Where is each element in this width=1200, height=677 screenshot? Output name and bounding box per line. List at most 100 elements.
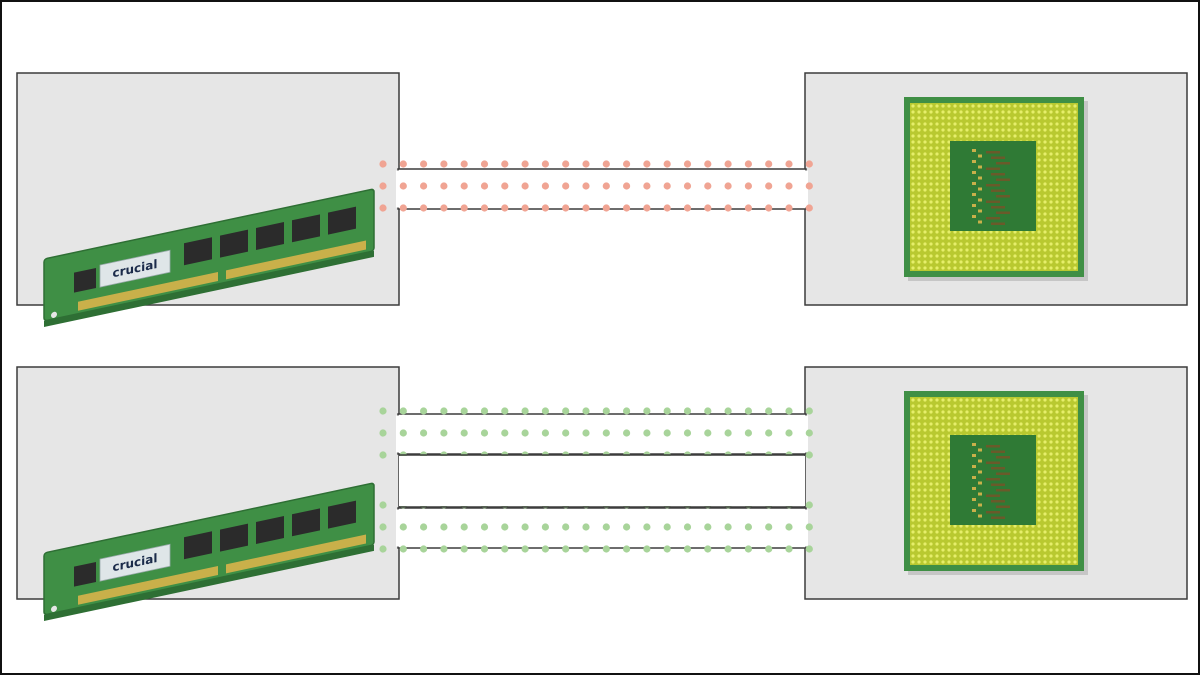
signal-dot	[724, 204, 732, 212]
signal-dot	[663, 182, 671, 190]
signal-dot	[663, 523, 671, 531]
signal-dot	[724, 429, 732, 437]
signal-dot	[562, 429, 570, 437]
signal-dot	[623, 407, 631, 415]
signal-dot	[765, 160, 773, 168]
cpu-smd	[986, 461, 1000, 464]
signal-dot	[704, 407, 712, 415]
cpu-smd	[978, 187, 982, 191]
cpu-smd	[996, 489, 1010, 492]
signal-dot	[440, 523, 448, 531]
signal-dot	[460, 429, 468, 437]
signal-dot	[501, 204, 509, 212]
dual-channel-diagram: crucial	[16, 366, 1188, 621]
signal-dot	[501, 545, 509, 553]
signal-dot	[399, 160, 407, 168]
signal-dot	[663, 545, 671, 553]
channel-bus	[397, 507, 807, 549]
cpu-smd	[978, 209, 982, 213]
signal-dot	[602, 182, 610, 190]
signal-row	[379, 182, 813, 190]
cpu-smd	[991, 450, 1005, 453]
signal-dot	[501, 182, 509, 190]
signal-dot	[744, 545, 753, 553]
cpu-smd	[986, 511, 1000, 514]
signal-dot	[521, 429, 529, 437]
signal-dot	[480, 407, 489, 415]
ram-chip	[292, 508, 320, 537]
signal-dot	[582, 204, 590, 212]
cpu-smd	[978, 448, 982, 452]
signal-dot	[521, 204, 529, 212]
signal-dot	[562, 545, 570, 553]
signal-dot	[805, 523, 813, 531]
signal-dot	[379, 523, 387, 531]
cpu-smd	[972, 215, 976, 218]
ram-contacts-left	[78, 272, 218, 311]
bus-gap	[399, 456, 805, 506]
signal-dot	[480, 545, 489, 553]
signal-dot	[582, 182, 590, 190]
cpu-smd	[978, 492, 982, 496]
signal-dot	[521, 182, 529, 190]
signal-dot	[724, 545, 732, 553]
cpu-smd	[986, 445, 1000, 448]
signal-dot	[562, 407, 570, 415]
signal-dot	[440, 204, 448, 212]
signal-dot	[765, 204, 773, 212]
signal-dot	[420, 160, 428, 168]
cpu-smd	[986, 200, 1000, 203]
signal-dot	[379, 182, 387, 190]
signal-dot	[582, 407, 590, 415]
signal-dot	[643, 407, 651, 415]
cpu-smd	[996, 195, 1010, 198]
signal-dot	[704, 545, 712, 553]
signal-dot	[623, 545, 631, 553]
cpu-smd	[986, 167, 1000, 170]
signal-dot	[420, 407, 428, 415]
signal-dot	[440, 545, 448, 553]
signal-dot	[663, 429, 671, 437]
cpu-smd	[972, 476, 976, 479]
ram-chip	[220, 229, 248, 258]
signal-dot	[460, 407, 468, 415]
signal-dot	[379, 545, 387, 553]
signal-dot	[480, 182, 489, 190]
cpu-smd	[978, 154, 982, 158]
signal-dot	[805, 407, 813, 415]
ram-notch	[51, 311, 57, 318]
cpu-smd	[996, 505, 1010, 508]
signal-dot	[785, 523, 793, 531]
cpu-smd	[996, 456, 1010, 459]
signal-dot	[480, 523, 489, 531]
signal-dot	[460, 204, 468, 212]
signal-dot	[643, 545, 651, 553]
signal-dot	[683, 545, 692, 553]
signal-row	[379, 407, 813, 415]
signal-dot	[420, 545, 428, 553]
cpu-smd	[991, 516, 1005, 519]
signal-dot	[765, 429, 773, 437]
signal-dot	[765, 545, 773, 553]
signal-dot	[785, 204, 793, 212]
ram-contacts-right	[226, 240, 366, 280]
bus-joint	[396, 509, 400, 547]
signal-dot	[785, 160, 793, 168]
cpu-smd	[978, 514, 982, 518]
signal-dot	[541, 182, 550, 190]
cpu-chip	[904, 97, 1088, 281]
signal-dot	[683, 523, 692, 531]
signal-dot	[704, 523, 712, 531]
signal-dot	[562, 523, 570, 531]
cpu-smd	[972, 160, 976, 163]
bus-joint	[396, 170, 400, 208]
ram-label	[99, 543, 171, 582]
signal-dot	[805, 451, 813, 459]
signal-dot	[663, 160, 671, 168]
signal-dot	[420, 429, 428, 437]
signal-dot	[501, 429, 509, 437]
ram-chip	[74, 561, 96, 587]
ram-chip	[328, 206, 356, 235]
